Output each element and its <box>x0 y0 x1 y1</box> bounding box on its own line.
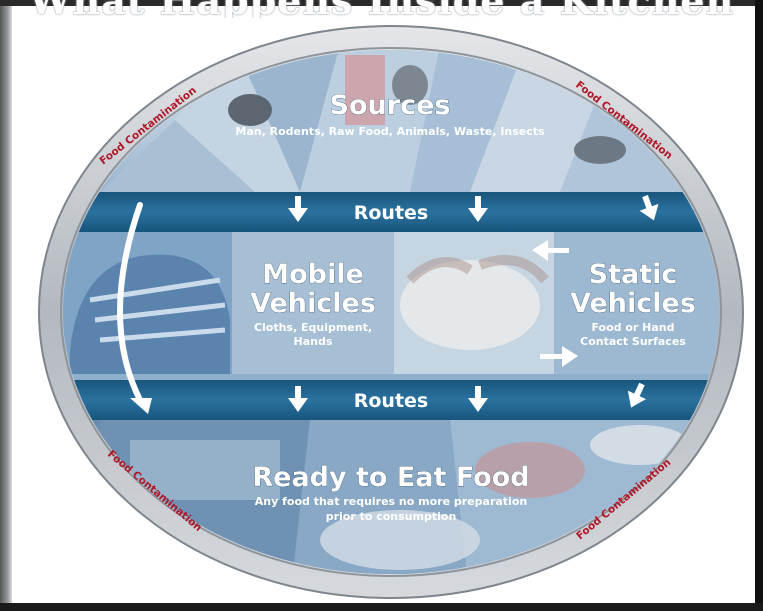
routes-arrow-top-3 <box>639 194 659 221</box>
static-vehicles-sub-1: Food or Hand <box>591 321 674 334</box>
mobile-vehicles-sub-2: Hands <box>294 335 333 348</box>
ring-inner-edge <box>60 47 722 577</box>
vehicles-photo-row <box>63 232 719 374</box>
routes-arrow-bottom-3 <box>627 382 646 408</box>
static-vehicles-title-2: Vehicles <box>570 288 696 319</box>
static-vehicles-title-1: Static <box>589 259 678 290</box>
routes-arrow-top-1 <box>288 196 308 222</box>
arrow-to-static <box>540 346 578 367</box>
slide-top-edge <box>0 0 763 6</box>
arrow-to-mobile <box>532 240 569 261</box>
ready-food-sub-2: prior to consumption <box>326 510 457 523</box>
routes-label-top: Routes <box>354 202 429 224</box>
curved-flow-arrowhead <box>130 398 152 414</box>
routes-band-bottom <box>63 380 719 420</box>
slide-heading-fragment: What Happens Inside a Kitchen <box>0 0 763 18</box>
curved-flow-arrow <box>117 202 143 403</box>
sources-title: Sources <box>330 90 451 121</box>
routes-arrow-top-2 <box>468 196 488 222</box>
routes-label-bottom: Routes <box>354 390 429 412</box>
ready-food-sub-1: Any food that requires no more preparati… <box>255 495 527 508</box>
mobile-vehicles-title-1: Mobile <box>262 259 364 290</box>
mobile-vehicles-title-2: Vehicles <box>250 288 376 319</box>
routes-arrow-bottom-1 <box>288 386 308 412</box>
sources-subtitle: Man, Rodents, Raw Food, Animals, Waste, … <box>235 125 545 138</box>
diagram-inner <box>63 50 719 574</box>
routes-arrow-bottom-2 <box>468 386 488 412</box>
slide-left-edge <box>0 0 12 611</box>
ready-food-title: Ready to Eat Food <box>252 462 529 493</box>
mobile-vehicles-sub-1: Cloths, Equipment, <box>254 321 372 334</box>
slide-bottom-edge <box>0 603 763 611</box>
routes-band-top <box>63 192 719 232</box>
static-vehicles-sub-2: Contact Surfaces <box>580 335 686 348</box>
slide-right-edge <box>755 0 763 611</box>
